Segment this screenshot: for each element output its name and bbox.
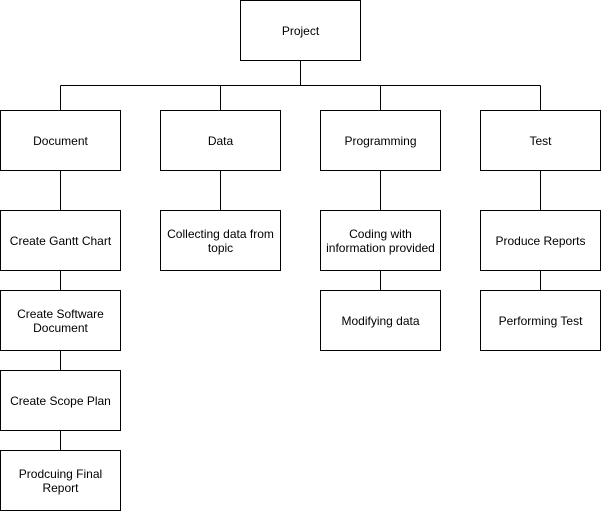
- node-producing-final-report: Prodcuing Final Report: [0, 450, 121, 511]
- node-data: Data: [160, 110, 281, 171]
- node-test: Test: [480, 110, 601, 171]
- node-create-gantt-chart: Create Gantt Chart: [0, 210, 121, 271]
- node-create-software-document: Create Software Document: [0, 290, 121, 351]
- node-document: Document: [0, 110, 121, 171]
- node-modifying-data: Modifying data: [320, 290, 441, 351]
- node-collecting-data: Collecting data from topic: [160, 210, 281, 271]
- node-performing-test: Performing Test: [480, 290, 601, 351]
- node-programming: Programming: [320, 110, 441, 171]
- node-project: Project: [240, 0, 361, 61]
- node-create-scope-plan: Create Scope Plan: [0, 370, 121, 431]
- node-coding: Coding with information provided: [320, 210, 441, 271]
- node-produce-reports: Produce Reports: [480, 210, 601, 271]
